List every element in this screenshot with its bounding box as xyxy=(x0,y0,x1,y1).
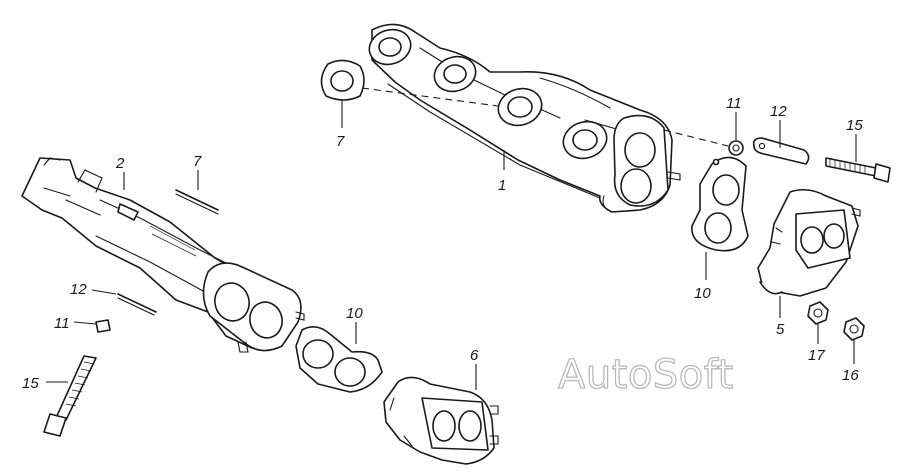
washer-top xyxy=(728,140,744,156)
callout-7-top: 7 xyxy=(336,133,345,150)
double-gasket-bottom xyxy=(295,326,383,393)
bolt-top xyxy=(825,157,891,183)
callout-15-top: 15 xyxy=(846,117,863,134)
leader-lines xyxy=(46,100,857,390)
gasket-strip-left xyxy=(175,189,219,215)
callout-7-left: 7 xyxy=(193,153,202,170)
exhaust-elbow-right xyxy=(757,188,861,297)
flange-gasket-small xyxy=(320,59,365,101)
callout-11-left: 11 xyxy=(54,315,70,332)
exhaust-manifold-right xyxy=(368,23,681,213)
exhaust-elbow-bottom xyxy=(383,376,499,465)
callout-11-top: 11 xyxy=(726,95,742,112)
washer-left xyxy=(95,319,111,333)
callout-15-left: 15 xyxy=(22,375,39,392)
callout-16: 16 xyxy=(842,367,859,384)
nut-16 xyxy=(843,317,865,341)
lock-plate-top xyxy=(752,137,810,165)
callout-1: 1 xyxy=(498,177,506,194)
callout-12-top: 12 xyxy=(770,103,787,120)
assembly-line-gasket xyxy=(361,87,499,107)
callout-2: 2 xyxy=(115,155,125,172)
callout-12-left: 12 xyxy=(70,281,87,298)
callout-17: 17 xyxy=(808,347,825,364)
autosoft-watermark: AutoSoft xyxy=(558,352,734,398)
exhaust-manifold-left xyxy=(21,157,305,353)
lock-plate-left xyxy=(117,293,157,316)
nut-17 xyxy=(807,301,829,325)
callout-10-bottom: 10 xyxy=(346,305,363,322)
callout-5: 5 xyxy=(776,321,785,338)
callout-10-right: 10 xyxy=(694,285,711,302)
callout-labels: 1 2 7 7 11 12 15 10 5 17 16 12 11 15 10 … xyxy=(22,95,863,392)
assembly-line-flange xyxy=(663,129,729,147)
callout-6: 6 xyxy=(470,347,479,364)
double-gasket-right xyxy=(691,156,749,252)
bolt-left xyxy=(43,355,97,437)
